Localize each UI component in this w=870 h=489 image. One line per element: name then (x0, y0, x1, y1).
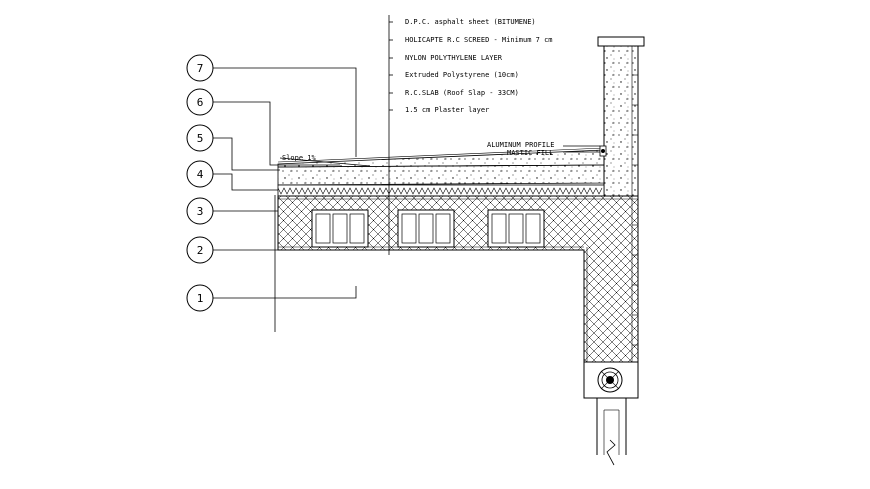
parapet-wall (597, 36, 645, 197)
layer-label: Extruded Polystyrene (10cm) (405, 71, 519, 79)
roof-screed (277, 147, 605, 186)
mastic-fill-label: MASTIC FILL (507, 149, 553, 157)
callout-7: 7 (186, 54, 214, 82)
layer-label: NYLON POLYTHYLENE LAYER (405, 54, 503, 62)
aluminum-profile-detail (599, 145, 607, 157)
callout-6: 6 (186, 88, 214, 116)
callout-3: 3 (186, 197, 214, 225)
callouts: 7 6 5 4 3 2 1 (186, 54, 214, 312)
callout-number: 1 (197, 292, 204, 305)
aluminum-profile-label: ALUMINUM PROFILE (487, 141, 554, 149)
insulation-layer (277, 184, 605, 197)
hollow-block (311, 209, 369, 248)
layer-label: 1.5 cm Plaster layer (405, 106, 489, 114)
callout-2: 2 (186, 236, 214, 264)
leader-lines (212, 15, 600, 332)
callout-number: 2 (197, 244, 204, 257)
callout-number: 4 (197, 168, 204, 181)
slope-label: Slope 1% (282, 154, 317, 162)
hollow-blocks (311, 209, 545, 248)
callout-number: 3 (197, 205, 204, 218)
hollow-block (397, 209, 455, 248)
layer-label: R.C.SLAB (Roof Slap - 33CM) (405, 89, 519, 97)
callout-5: 5 (186, 124, 214, 152)
layer-label: HOLICAPTE R.C SCREED - Minimum 7 cm (405, 36, 553, 44)
hollow-block (487, 209, 545, 248)
callout-1: 1 (186, 284, 214, 312)
callout-4: 4 (186, 160, 214, 188)
callout-number: 5 (197, 132, 204, 145)
callout-number: 7 (197, 62, 204, 75)
layer-label: D.P.C. asphalt sheet (BITUMENE) (405, 18, 536, 26)
lower-wall (583, 361, 639, 466)
layer-labels: D.P.C. asphalt sheet (BITUMENE) HOLICAPT… (405, 18, 553, 114)
callout-number: 6 (197, 96, 204, 109)
